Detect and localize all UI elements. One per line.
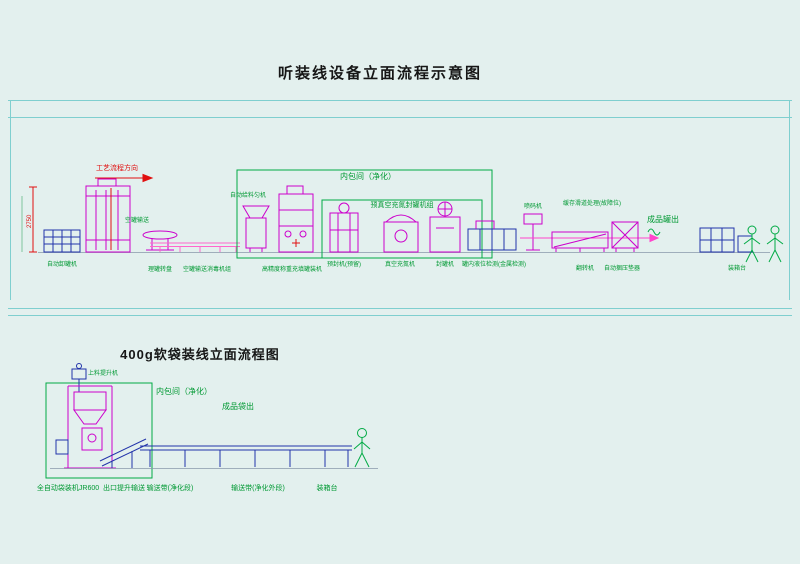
label-feed-elevator: 上料提升机 <box>88 371 119 377</box>
bottom-section-title: 400g软袋装线立面流程图 <box>120 347 280 362</box>
feeder-mixer-drawing <box>242 205 270 252</box>
label-turntable: 理罐转盘 <box>147 267 173 273</box>
dimension-line <box>29 186 37 253</box>
label-depalletizer: 自动卸罐机 <box>46 262 78 268</box>
vacuum-zone-label: 预真空充氮封罐机组 <box>370 202 434 209</box>
flow-direction-label: 工艺流程方向 <box>96 165 138 172</box>
dimension-label: 2750 <box>27 214 33 228</box>
label-can-conveyor-unit: 空罐输送消毒机组 <box>182 267 232 273</box>
label-exit-elevator-conveyor: 出口提升输送 <box>103 485 145 492</box>
label-pre-seamer: 预封机(预留) <box>327 262 361 268</box>
label-can-seamer: 封罐机 <box>435 262 455 268</box>
depalletizer-drawing <box>85 178 131 253</box>
label-conveyor-clean-section: 输送带(净化段) <box>146 485 194 492</box>
clean-room-box <box>236 169 493 259</box>
worker-figure-bottom <box>353 428 371 468</box>
can-seamer-drawing <box>429 201 461 253</box>
flow-direction-arrow <box>95 173 154 183</box>
label-packing-table-bottom: 装箱台 <box>316 485 338 492</box>
vacuum-nitrogen-drawing <box>383 214 419 253</box>
bagging-machine-drawing <box>55 363 116 469</box>
empty-can-conveyor-drawing <box>150 242 240 252</box>
incline-conveyor-drawing <box>99 438 149 468</box>
label-product-out-bags: 成品袋出 <box>222 402 254 411</box>
pallet-stack <box>43 229 81 253</box>
long-conveyor-drawing <box>140 445 352 467</box>
label-product-out-cans: 成品罐出 <box>647 215 679 224</box>
level-detector-drawing <box>467 220 517 251</box>
label-feeder-mixer: 自动给料匀机 <box>229 193 267 199</box>
label-filling-machine: 高精度称重充填罐装机 <box>261 267 323 273</box>
label-level-detector: 罐内液位检测(金属检测) <box>462 262 526 268</box>
bottom-clean-room-box <box>45 382 153 479</box>
buffer-slide-drawing <box>551 231 609 252</box>
label-empty-can-conveyor: 空罐输送 <box>124 218 150 224</box>
label-vacuum-nitrogen: 真空充氮机 <box>384 262 416 268</box>
finished-cans-mark <box>647 228 661 236</box>
pre-seamer-drawing <box>329 202 359 253</box>
worker-figures-top <box>743 225 784 263</box>
label-buffer-slide: 缓存滑道处理(故障位) <box>563 201 621 207</box>
label-strapping-machine: 自动捆压垫器 <box>603 266 641 272</box>
carton-stack <box>699 227 753 253</box>
label-turnover-machine: 翻转机 <box>575 266 595 272</box>
label-packing-table-top: 装箱台 <box>727 266 747 272</box>
label-conveyor-outside-section: 输送带(净化外段) <box>231 485 285 492</box>
label-inkjet-printer: 喷码机 <box>523 204 543 210</box>
strapping-machine-drawing <box>611 221 639 252</box>
top-section-title: 听装线设备立面流程示意图 <box>277 65 483 82</box>
frame-lines <box>8 100 792 316</box>
filling-machine-drawing <box>278 185 314 253</box>
label-bagging-machine: 全自动袋装机JR600 <box>36 485 100 492</box>
inkjet-printer-drawing <box>523 213 543 251</box>
clean-room-label: 内包间（净化） <box>340 172 396 181</box>
bottom-clean-room-label: 内包间（净化） <box>156 387 212 396</box>
